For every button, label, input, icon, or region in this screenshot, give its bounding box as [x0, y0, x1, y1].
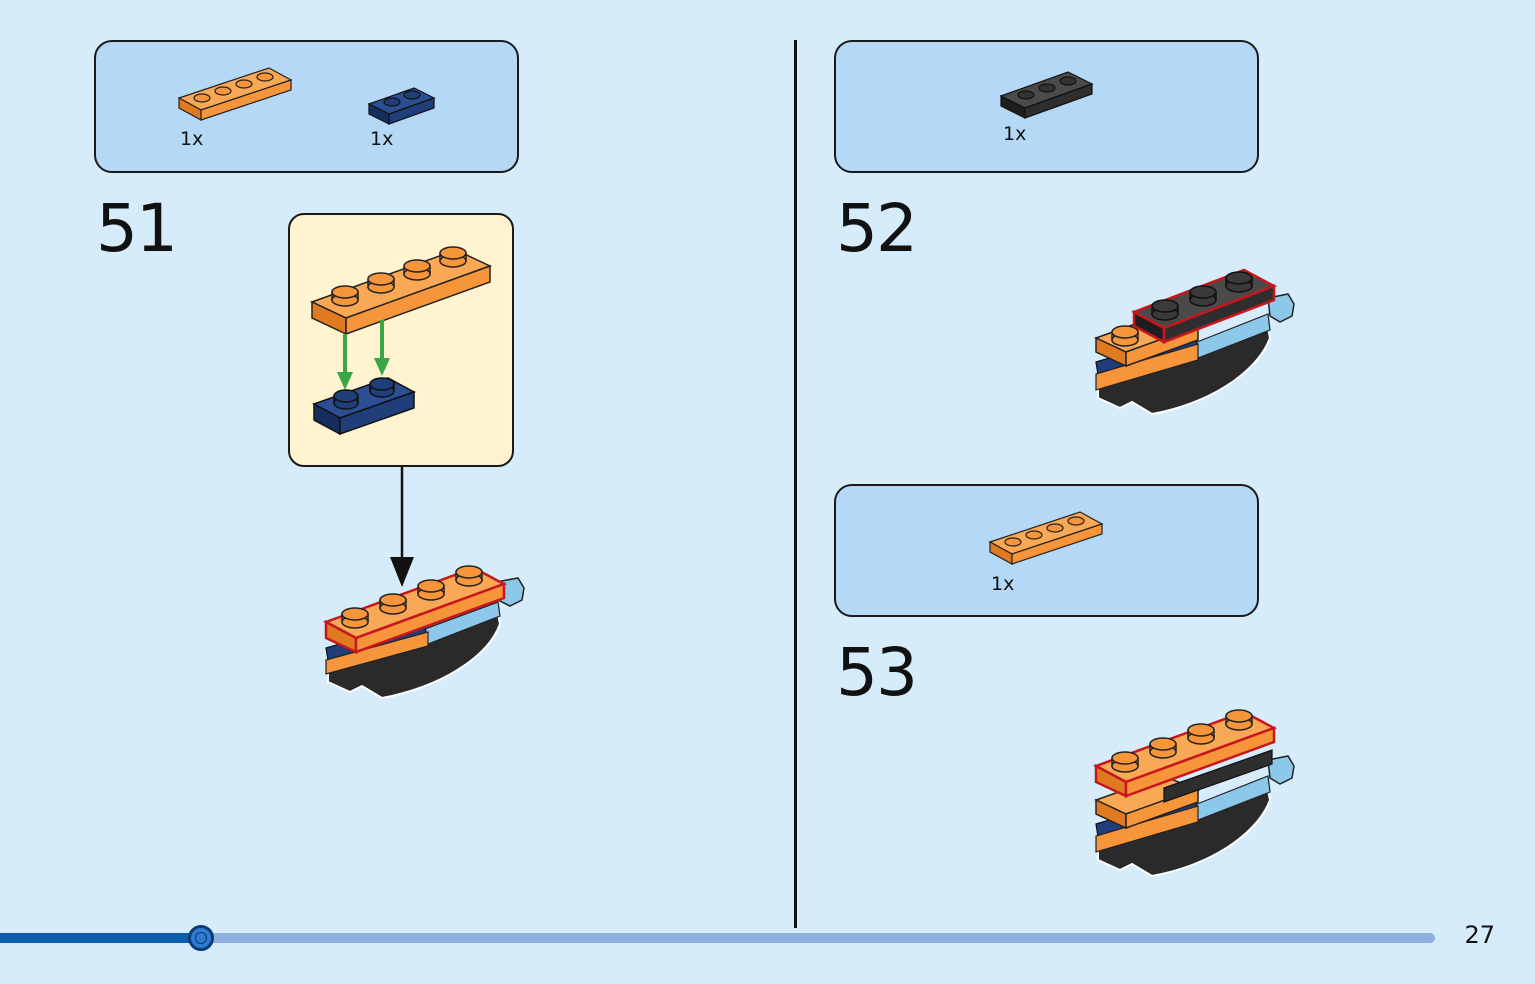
part-qty: 1x: [1003, 123, 1027, 145]
model-step-53: [1092, 709, 1295, 878]
model-step-51: [322, 565, 525, 700]
step-number: 53: [836, 634, 918, 711]
progress-fill: [0, 933, 201, 943]
black-plate-1x3-icon: [999, 71, 1094, 119]
step-number: 52: [836, 190, 918, 267]
progress-track[interactable]: [0, 933, 1435, 943]
parts-box-step-51: [94, 40, 519, 173]
part-qty: 1x: [991, 573, 1015, 595]
page-number: 27: [1464, 921, 1495, 949]
model-step-52: [1094, 268, 1295, 416]
part-qty: 1x: [370, 128, 394, 150]
sub-assembly-illustration: [310, 246, 492, 436]
placement-arrow: [390, 467, 414, 587]
page-divider: [794, 40, 797, 928]
progress-handle[interactable]: [188, 925, 214, 951]
step-number: 51: [96, 190, 178, 267]
dark-blue-plate-1x2-icon: [367, 87, 436, 125]
part-qty: 1x: [180, 128, 204, 150]
orange-plate-1x4-icon: [177, 67, 293, 122]
orange-plate-1x4-icon: [988, 511, 1104, 566]
